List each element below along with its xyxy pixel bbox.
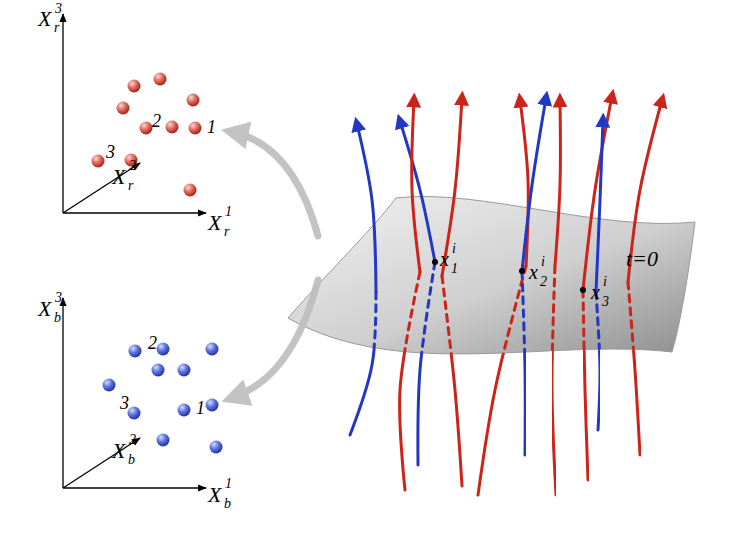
worldline [628,100,662,455]
axis-label-subscript: r [224,225,229,239]
projection-arrows [232,132,318,398]
worldline [596,120,603,430]
worldline [478,100,528,495]
axis-label-superscript: 3 [55,2,62,16]
event-label-subscript: 2 [540,275,547,289]
worldline [522,98,546,455]
axis-label-symbol: X [208,212,221,234]
event-label-symbol: x [591,282,600,302]
worldlines [350,96,662,495]
blue-particles [103,343,223,454]
event-label-subscript: 1 [451,262,458,276]
time-label: t=0 [626,248,658,270]
axis-label-subscript: b [54,311,61,325]
axis-label-symbol: X [112,166,125,188]
worldline [583,96,612,480]
event-label-subscript: 3 [602,295,609,309]
axis-label-subscript: b [224,497,231,511]
event-label-superscript: i [541,255,545,269]
axis-label-subscript: r [128,179,133,193]
axis-label-superscript: 1 [225,477,232,491]
red-particles [92,73,202,197]
particle-number: 2 [152,112,161,130]
axis-label-superscript: 3 [55,291,62,305]
axis-label-symbol: X [112,440,125,462]
event-label-symbol: x [440,249,449,269]
worldline [350,124,376,435]
worldline [552,100,560,495]
event-label-symbol: x [529,262,538,282]
axis-label-symbol: X [208,484,221,506]
axis-label-subscript: r [54,21,59,35]
particle-number: 2 [148,334,157,352]
blue-axes [63,298,206,488]
worldline [442,98,462,486]
axis-label-symbol: X [38,298,51,320]
particle-number: 3 [106,143,115,161]
particle-number: 1 [196,399,205,417]
axis-label-superscript: 2 [129,433,136,447]
axis-label-symbol: X [38,8,51,30]
axis-label-subscript: b [128,453,135,467]
particle-number: 3 [120,394,129,412]
event-label-superscript: i [603,275,607,289]
red-axes [63,14,206,213]
axis-label-superscript: 2 [129,159,136,173]
event-label-superscript: i [452,242,456,256]
particle-number: 1 [207,118,216,136]
axis-label-superscript: 1 [225,205,232,219]
worldline [400,121,435,465]
worldline [400,100,420,490]
event-dots [432,259,586,293]
